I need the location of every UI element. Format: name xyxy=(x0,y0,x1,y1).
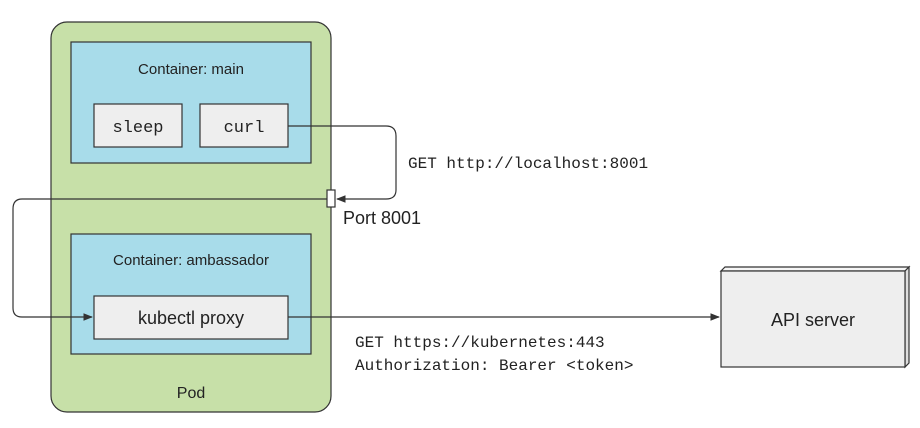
port-to-proxy-arrow xyxy=(12,198,327,321)
port-8001-label: Port 8001 xyxy=(343,208,421,228)
sleep-process-box xyxy=(93,103,183,148)
curl-process-box xyxy=(199,103,289,148)
curl-process-label: curl xyxy=(224,119,265,138)
api-request-line1: GET https://kubernetes:443 xyxy=(355,334,605,352)
main-container-title: Container: main xyxy=(138,61,244,78)
sleep-process-label: sleep xyxy=(112,119,163,138)
api-server-label: API server xyxy=(771,310,855,330)
kubectl-proxy-box xyxy=(93,295,289,340)
ambassador-container-title: Container: ambassador xyxy=(113,252,269,269)
kubectl-proxy-label: kubectl proxy xyxy=(138,308,244,328)
api-request-line2: Authorization: Bearer <token> xyxy=(355,357,633,375)
curl-to-port-arrow xyxy=(288,125,397,203)
local-request-label: GET http://localhost:8001 xyxy=(408,155,648,173)
pod-label: Pod xyxy=(177,385,205,402)
port-8001-marker xyxy=(326,189,336,208)
api-server-box xyxy=(719,265,911,369)
